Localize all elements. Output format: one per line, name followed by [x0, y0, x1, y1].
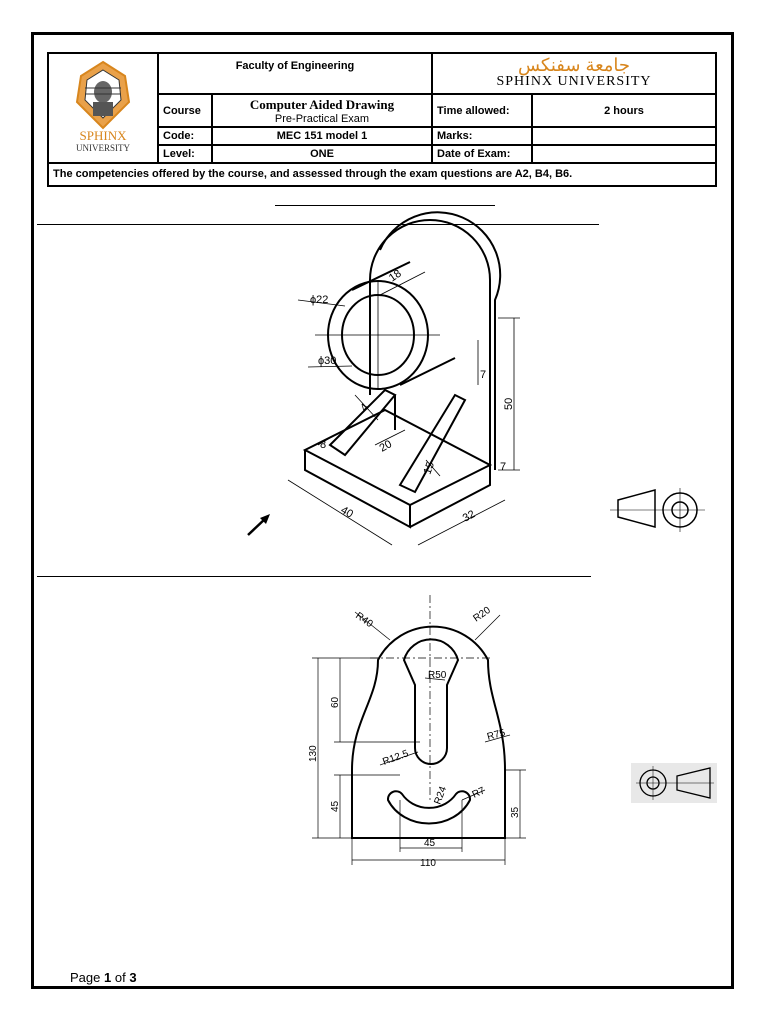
dim-18: 18 [387, 268, 404, 285]
date-value [531, 144, 717, 164]
course-subtitle: Pre-Practical Exam [274, 112, 370, 125]
course-name: Computer Aided Drawing [249, 96, 395, 112]
svg-text:UNIVERSITY: UNIVERSITY [76, 143, 130, 153]
competencies-statement: The competencies offered by the course, … [47, 161, 717, 188]
projection-symbol-first-angle-icon [610, 488, 705, 532]
dim-r75: R75 [486, 727, 507, 742]
page-border [31, 32, 734, 989]
of-word: of [114, 970, 126, 985]
level-value: ONE [211, 144, 433, 164]
dim-110: 110 [420, 858, 436, 869]
dim-r50: R50 [428, 670, 447, 681]
page-number: 1 [104, 970, 112, 985]
dim-7-upper: 7 [480, 369, 486, 381]
dim-130: 130 [308, 745, 319, 762]
svg-text:SPHINX: SPHINX [80, 128, 128, 143]
dim-r40: R40 [353, 610, 375, 630]
dim-r12-5: R12.5 [381, 748, 410, 768]
section-divider-2 [37, 576, 591, 577]
title-underline [275, 205, 495, 206]
time-value: 2 hours [531, 92, 717, 129]
date-label: Date of Exam: [431, 144, 533, 164]
level-label: Level: [157, 144, 213, 164]
marks-value [531, 126, 717, 147]
dim-diameter-22: ϕ22 [310, 294, 328, 306]
university-name: جامعة سفنكس SPHINX UNIVERSITY [431, 52, 717, 95]
dim-50: 50 [503, 398, 515, 410]
dim-7-lower: 7 [500, 461, 506, 473]
dim-32: 32 [461, 508, 477, 524]
projection-symbol-third-angle-icon [631, 763, 717, 803]
dim-r7: R7 [471, 785, 488, 801]
university-logo: SPHINX UNIVERSITY [47, 52, 159, 164]
dim-45-vertical: 45 [330, 800, 341, 812]
page-footer: Page 1 of 3 [70, 970, 137, 985]
direction-arrow-icon [247, 514, 270, 536]
page-word: Page [70, 970, 101, 985]
dim-60: 60 [330, 696, 341, 708]
code-label: Code: [157, 126, 213, 147]
course-label: Course [157, 92, 213, 129]
exam-header-table: SPHINX UNIVERSITY Faculty of Engineering… [47, 52, 717, 188]
section-divider-1 [37, 224, 599, 225]
page-total: 3 [129, 970, 137, 985]
university-name-english: SPHINX UNIVERSITY [496, 74, 652, 90]
dim-8: 8 [320, 439, 326, 451]
dim-r20: R20 [471, 605, 493, 625]
dim-20: 20 [378, 438, 395, 455]
sphinx-logo-icon: SPHINX UNIVERSITY [75, 61, 130, 153]
course-title: Computer Aided Drawing Pre-Practical Exa… [211, 92, 433, 129]
dim-40: 40 [339, 504, 356, 521]
dim-diameter-30: ϕ30 [318, 355, 336, 367]
faculty-name: Faculty of Engineering [157, 52, 433, 95]
dim-35: 35 [510, 806, 521, 818]
time-label: Time allowed: [431, 92, 533, 129]
code-value: MEC 151 model 1 [211, 126, 433, 147]
dim-15: 15 [422, 460, 437, 476]
dim-45-horizontal: 45 [424, 838, 436, 849]
marks-label: Marks: [431, 126, 533, 147]
university-name-arabic: جامعة سفنكس [517, 55, 631, 76]
